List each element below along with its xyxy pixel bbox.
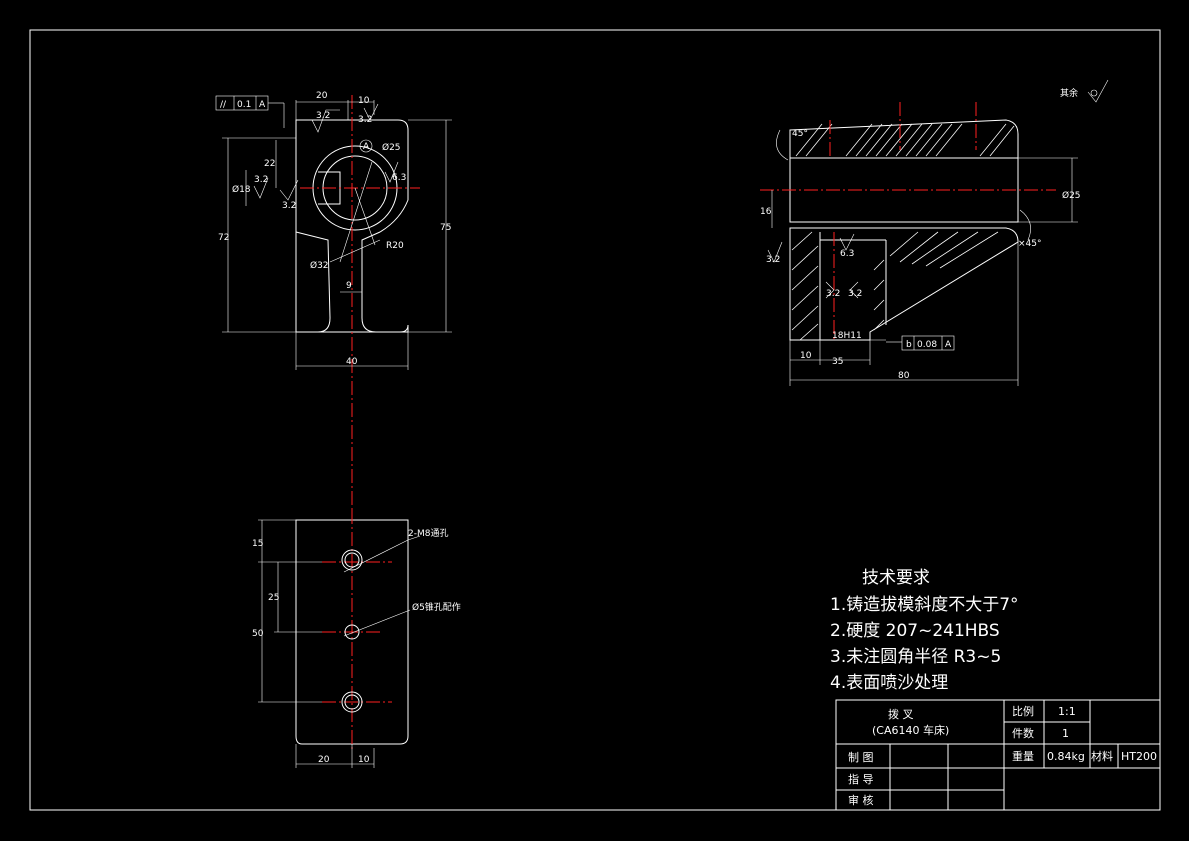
front-dim-75: 75 xyxy=(440,223,451,233)
tb-weight-value: 0.84kg xyxy=(1047,750,1085,763)
side-hatch-upper xyxy=(795,123,1015,157)
tb-machine: (CA6140 车床) xyxy=(872,723,949,737)
tb-drawn-by: 制 图 xyxy=(848,751,874,764)
side-dim-80: 80 xyxy=(898,371,910,381)
front-dim-9: 9 xyxy=(346,281,352,291)
front-rough-32-c: 3.2 xyxy=(254,175,268,185)
side-hatch-lower xyxy=(791,231,999,341)
tb-qty-label: 件数 xyxy=(1012,727,1034,740)
tb-scale-label: 比例 xyxy=(1012,704,1034,718)
front-dim-40: 40 xyxy=(346,357,358,367)
front-dim-22: 22 xyxy=(264,159,275,169)
surface-note: 其余 xyxy=(1060,87,1078,99)
side-rough-32: 3.2 xyxy=(766,255,780,265)
front-dim-dia18: Ø18 xyxy=(232,184,251,195)
tb-weight-label: 重量 xyxy=(1012,749,1034,763)
front-dim-dia25: Ø25 xyxy=(382,142,401,153)
side-dim-chamfer: ×45° xyxy=(1018,239,1042,249)
tb-material-value: HT200 xyxy=(1121,750,1157,763)
bottom-dim-20: 20 xyxy=(318,755,330,765)
tb-reviewer: 审 核 xyxy=(848,793,874,807)
bottom-note-m8: 2-M8通孔 xyxy=(408,528,448,539)
side-dim-dia25: Ø25 xyxy=(1062,190,1081,201)
tol-parallel-value: 0.1 xyxy=(237,100,251,110)
tol-perp-datum: A xyxy=(945,340,952,350)
tb-scale-value: 1:1 xyxy=(1058,705,1076,718)
front-view-slot xyxy=(295,231,331,333)
side-rough-32c: 3.2 xyxy=(848,289,862,299)
front-rough-63: 6.3 xyxy=(392,173,406,183)
side-lower-outline xyxy=(789,227,1019,341)
side-dim-18h11: 18H11 xyxy=(832,331,862,341)
front-rough-32-d: 3.2 xyxy=(282,201,296,211)
front-dim-20: 20 xyxy=(316,91,328,101)
tol-perp-symbol: b xyxy=(906,340,912,350)
title-block: 拨 叉 (CA6140 车床) 比例 1:1 件数 1 重量 0.84kg 材料… xyxy=(835,699,1161,811)
bottom-view: 15 25 50 20 10 2-M8通孔 Ø5锥孔配作 xyxy=(252,510,461,768)
side-section-view: 45° Ø25 16 3.2 6.3 3.2 3.2 18H11 10 35 8… xyxy=(760,79,1109,386)
side-dim-10: 10 xyxy=(800,351,812,361)
tol-parallel-symbol: // xyxy=(220,100,227,110)
tech-item-3: 3.未注圆角半径 R3~5 xyxy=(830,647,1001,667)
side-dim-16: 16 xyxy=(760,207,772,217)
bottom-dim-10: 10 xyxy=(358,755,370,765)
tb-material-label: 材料 xyxy=(1091,749,1113,763)
bottom-view-outline xyxy=(295,519,409,745)
front-datum-a: A xyxy=(363,142,370,152)
tech-requirements: 技术要求 1.铸造拔模斜度不大于7° 2.硬度 207~241HBS 3.未注圆… xyxy=(830,568,1019,693)
tech-requirements-title: 技术要求 xyxy=(862,568,930,588)
side-hub-outline xyxy=(789,119,1019,159)
front-view: 20 10 3.2 3.2 72 75 40 22 Ø18 3.2 3.2 Ø2… xyxy=(215,91,452,510)
side-rough-32b: 3.2 xyxy=(826,289,840,299)
tol-parallel-datum: A xyxy=(259,100,266,110)
front-rough-32-a: 3.2 xyxy=(316,111,330,121)
side-dim-45: 45° xyxy=(792,129,808,139)
tech-item-2: 2.硬度 207~241HBS xyxy=(830,621,1000,641)
front-rough-32-b: 3.2 xyxy=(358,115,372,125)
drawing-border xyxy=(29,29,1161,811)
tb-qty-value: 1 xyxy=(1062,727,1069,740)
front-view-outline xyxy=(295,119,409,333)
front-dim-10: 10 xyxy=(358,96,370,106)
side-dim-35: 35 xyxy=(832,357,843,367)
tb-instructor: 指 导 xyxy=(848,772,874,786)
front-dim-dia32: Ø32 xyxy=(310,260,329,271)
tol-perp-value: 0.08 xyxy=(917,340,937,350)
tech-item-4: 4.表面喷沙处理 xyxy=(830,673,948,693)
bottom-dim-50: 50 xyxy=(252,629,264,639)
front-dim-r20: R20 xyxy=(386,241,404,251)
bottom-note-pin: Ø5锥孔配作 xyxy=(412,601,461,613)
front-dim-72: 72 xyxy=(218,233,229,243)
side-rough-63: 6.3 xyxy=(840,249,854,259)
tech-item-1: 1.铸造拔模斜度不大于7° xyxy=(830,595,1019,615)
tb-part-name: 拨 叉 xyxy=(888,707,914,721)
bottom-dim-15: 15 xyxy=(252,539,263,549)
bottom-dim-25: 25 xyxy=(268,593,279,603)
